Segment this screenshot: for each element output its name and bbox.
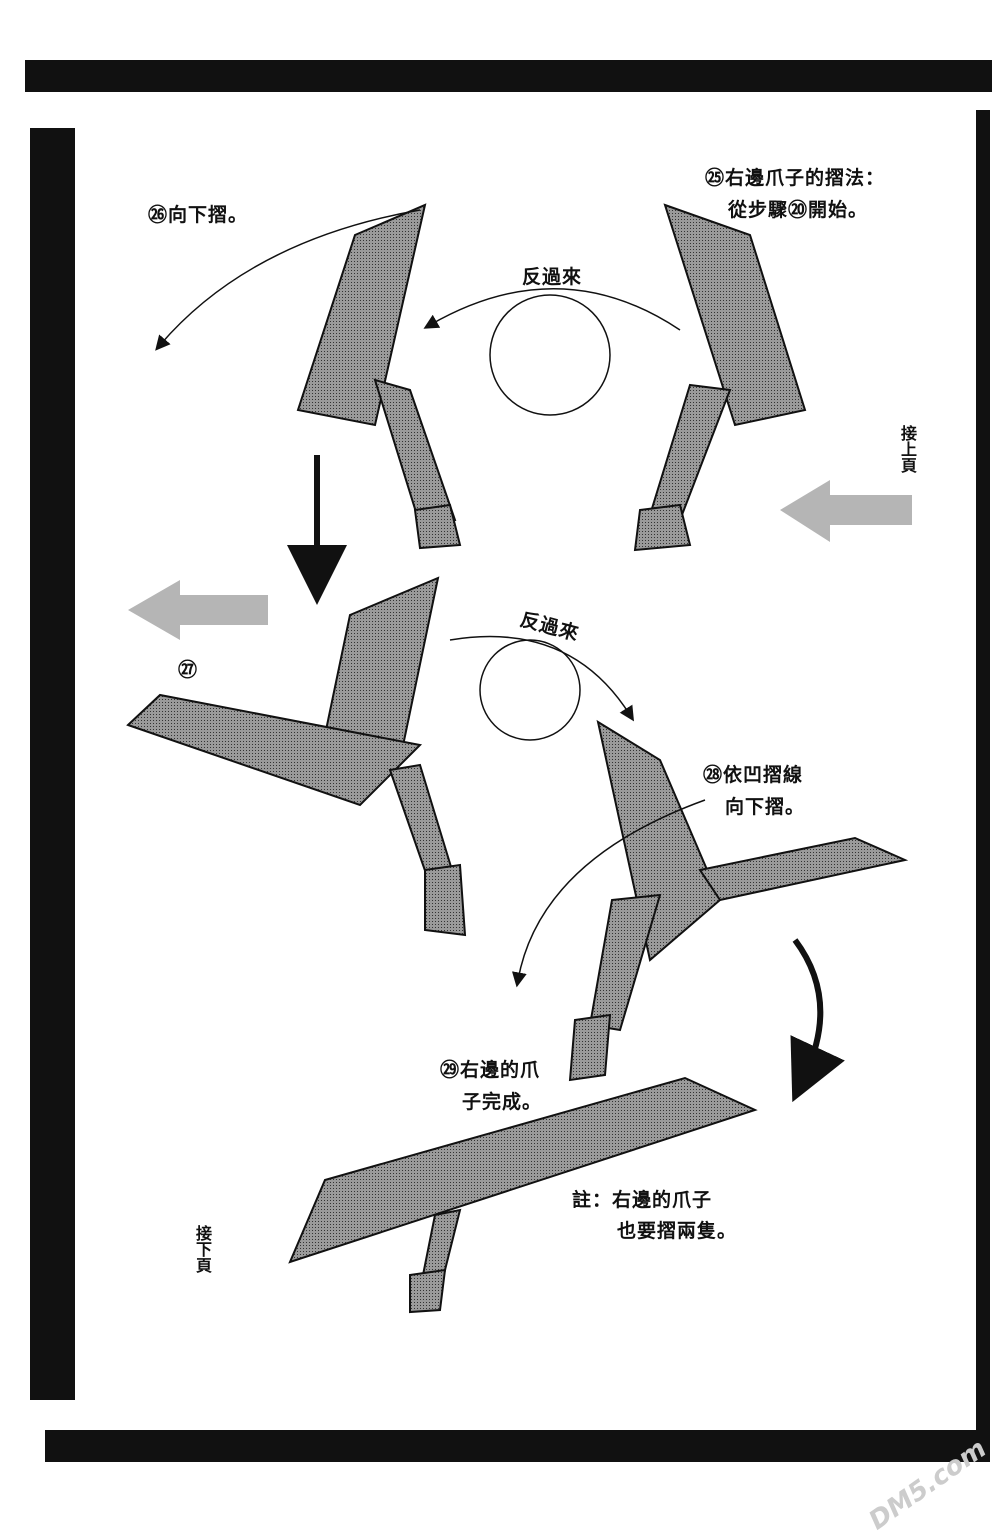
- continued-from-label: 接上頁: [898, 425, 917, 473]
- continued-next-label: 接下頁: [193, 1225, 212, 1273]
- figure-step27: [126, 576, 467, 937]
- continued-from-arrow: [780, 480, 912, 542]
- fold-down-arrow-2: [511, 799, 706, 988]
- step25-instruction-line1: ㉕右邊爪子的摺法：: [705, 167, 886, 189]
- step28-instruction-line2: 向下摺。: [725, 796, 806, 818]
- turn-over-arrow-2: [449, 635, 635, 722]
- figure-step25: [633, 203, 807, 552]
- turn-over-circle-2: [479, 639, 581, 741]
- bottom-border-bar: [45, 1430, 990, 1462]
- step26-instruction: ㉖向下摺。: [148, 204, 249, 226]
- next-step-arrow-2: [790, 938, 845, 1103]
- top-border-bar: [25, 60, 992, 92]
- step25-instruction-line2: 從步驟⑳開始。: [728, 199, 869, 221]
- turn-over-circle: [489, 294, 611, 416]
- left-border-bar: [30, 128, 75, 1400]
- turn-over-arrow: [423, 287, 681, 331]
- turn-over-label: 反過來: [522, 266, 583, 288]
- continued-next-arrow: [128, 580, 268, 640]
- step29-instruction-line2: 子完成。: [462, 1091, 543, 1113]
- figure-step26: [296, 203, 462, 550]
- figure-step28: [568, 719, 909, 1082]
- figure-step29: [288, 1076, 758, 1314]
- right-border-bar: [976, 110, 990, 1430]
- step27-label: ㉗: [178, 659, 199, 681]
- fold-down-arrow: [155, 209, 421, 351]
- note-line2: 也要摺兩隻。: [617, 1220, 738, 1242]
- step29-instruction-line1: ㉙右邊的爪: [440, 1059, 541, 1081]
- note-line1: 註：右邊的爪子: [572, 1189, 713, 1211]
- step28-instruction-line1: ㉘依凹摺線: [703, 764, 804, 786]
